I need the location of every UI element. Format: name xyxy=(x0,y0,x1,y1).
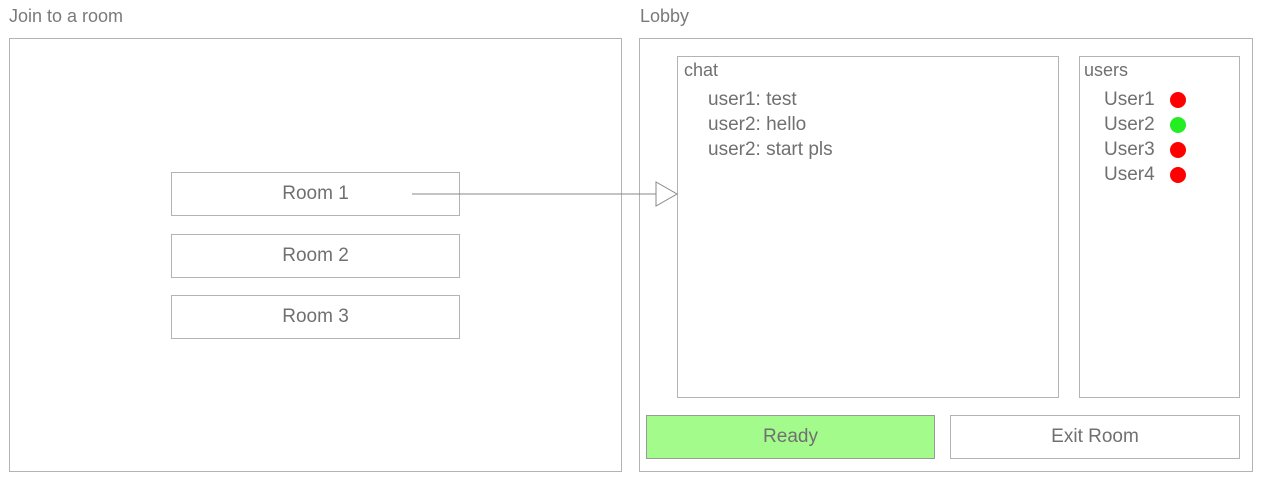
room-3-button[interactable]: Room 3 xyxy=(171,295,460,339)
exit-room-button-label: Exit Room xyxy=(1051,426,1139,447)
exit-room-button[interactable]: Exit Room xyxy=(950,415,1240,459)
chat-panel: chat user1: test user2: hello user2: sta… xyxy=(677,56,1059,398)
chat-message-list: user1: test user2: hello user2: start pl… xyxy=(708,87,833,162)
users-panel-title: users xyxy=(1084,60,1129,80)
user-name: User2 xyxy=(1104,113,1155,135)
user-list-item: User3 xyxy=(1104,137,1186,162)
user-list-item: User2 xyxy=(1104,112,1186,137)
user-list-item: User1 xyxy=(1104,87,1186,112)
user-name: User4 xyxy=(1104,163,1155,185)
room-3-label: Room 3 xyxy=(282,306,349,327)
status-dot-icon xyxy=(1170,166,1186,183)
lobby-screen-title: Lobby xyxy=(640,6,690,26)
join-screen-title: Join to a room xyxy=(9,6,124,26)
chat-message: user2: start pls xyxy=(708,139,833,160)
user-name: User1 xyxy=(1104,88,1155,110)
status-dot-icon xyxy=(1170,91,1186,108)
room-2-button[interactable]: Room 2 xyxy=(171,234,460,278)
ready-button[interactable]: Ready xyxy=(646,415,935,459)
status-dot-icon xyxy=(1170,141,1186,158)
user-list: User1 User2 User3 User4 xyxy=(1104,87,1186,187)
room-1-button[interactable]: Room 1 xyxy=(171,172,460,216)
user-name: User3 xyxy=(1104,138,1155,160)
users-panel: users User1 User2 User3 User4 xyxy=(1079,56,1240,398)
room-2-label: Room 2 xyxy=(282,245,349,266)
ready-button-label: Ready xyxy=(763,426,818,447)
chat-message: user2: hello xyxy=(708,114,807,135)
chat-message: user1: test xyxy=(708,89,797,110)
chat-panel-title: chat xyxy=(684,60,719,80)
status-dot-icon xyxy=(1170,116,1186,133)
user-list-item: User4 xyxy=(1104,162,1186,187)
room-1-label: Room 1 xyxy=(282,183,349,204)
